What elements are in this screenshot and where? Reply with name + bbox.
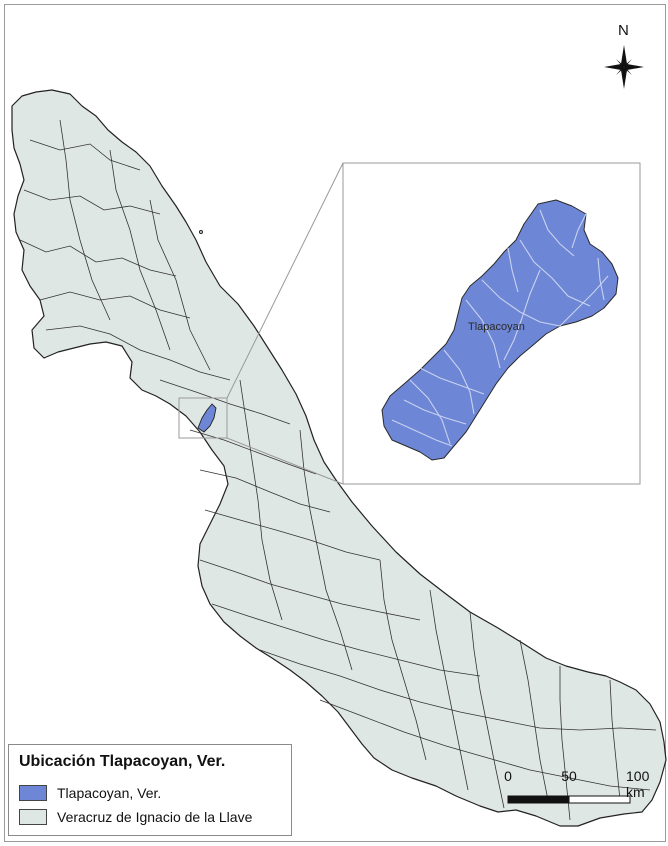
legend-swatch-veracruz: [19, 809, 47, 825]
legend-item-tlapacoyan: Tlapacoyan, Ver.: [19, 785, 161, 801]
road-lines: [391, 209, 609, 447]
legend-panel: Ubicación Tlapacoyan, Ver. Tlapacoyan, V…: [8, 744, 292, 836]
legend-label-veracruz: Veracruz de Ignacio de la Llave: [57, 809, 253, 825]
locator-box: [178, 397, 228, 439]
tlapacoyan-municipality-inset[interactable]: [381, 199, 619, 461]
scale-label-100: 100 km: [626, 768, 650, 800]
connector-line-top: [226, 162, 344, 399]
north-label: N: [618, 22, 629, 39]
scale-bar: [507, 795, 631, 804]
tlapacoyan-municipality-small[interactable]: [197, 403, 217, 433]
compass-rose-icon: [604, 45, 644, 89]
legend-title: Ubicación Tlapacoyan, Ver.: [19, 753, 226, 770]
connector-line-bottom: [226, 437, 344, 485]
legend-label-tlapacoyan: Tlapacoyan, Ver.: [57, 785, 162, 801]
scale-label-0: 0: [504, 768, 512, 784]
legend-swatch-tlapacoyan: [19, 785, 47, 801]
legend-item-veracruz: Veracruz de Ignacio de la Llave: [19, 809, 252, 825]
municipality-boundaries: [19, 119, 657, 821]
scale-label-50: 50: [561, 768, 577, 784]
veracruz-state-shape[interactable]: [11, 89, 667, 827]
island-shape: [199, 230, 203, 234]
inset-place-label: Tlapacoyan: [468, 321, 525, 333]
map-frame: [4, 4, 666, 842]
